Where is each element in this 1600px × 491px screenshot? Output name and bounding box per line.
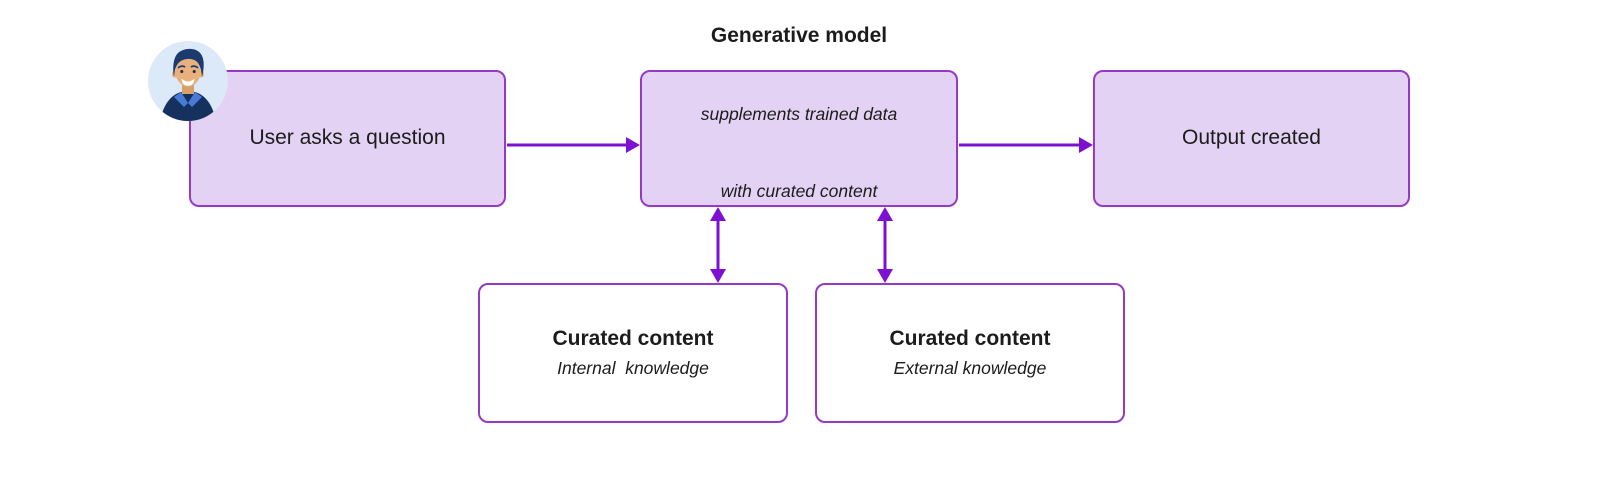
user-avatar-icon [148,41,228,121]
node-generative-model-subtitle: supplements trained data with curated co… [701,52,898,255]
arrow-model-to-output [959,137,1093,153]
node-curated-internal-subtitle: Internal knowledge [557,357,709,378]
arrow-user-to-model [507,137,640,153]
node-curated-internal-title: Curated content [552,326,714,350]
node-output-created: Output created [1093,70,1410,207]
node-curated-external-subtitle: External knowledge [893,357,1047,378]
node-curated-content-internal: Curated content Internal knowledge [478,283,788,423]
node-curated-external-title: Curated content [889,326,1051,350]
subtitle-line-1: supplements trained data [700,104,898,125]
node-user-question-label: User asks a question [249,126,446,150]
node-output-created-label: Output created [1182,126,1321,150]
node-curated-content-external: Curated content External knowledge [815,283,1125,423]
node-generative-model: Generative model supplements trained dat… [640,24,958,207]
node-user-question: User asks a question [189,70,506,207]
node-generative-model-title: Generative model [710,24,888,48]
subtitle-line-2: with curated content [720,180,878,201]
